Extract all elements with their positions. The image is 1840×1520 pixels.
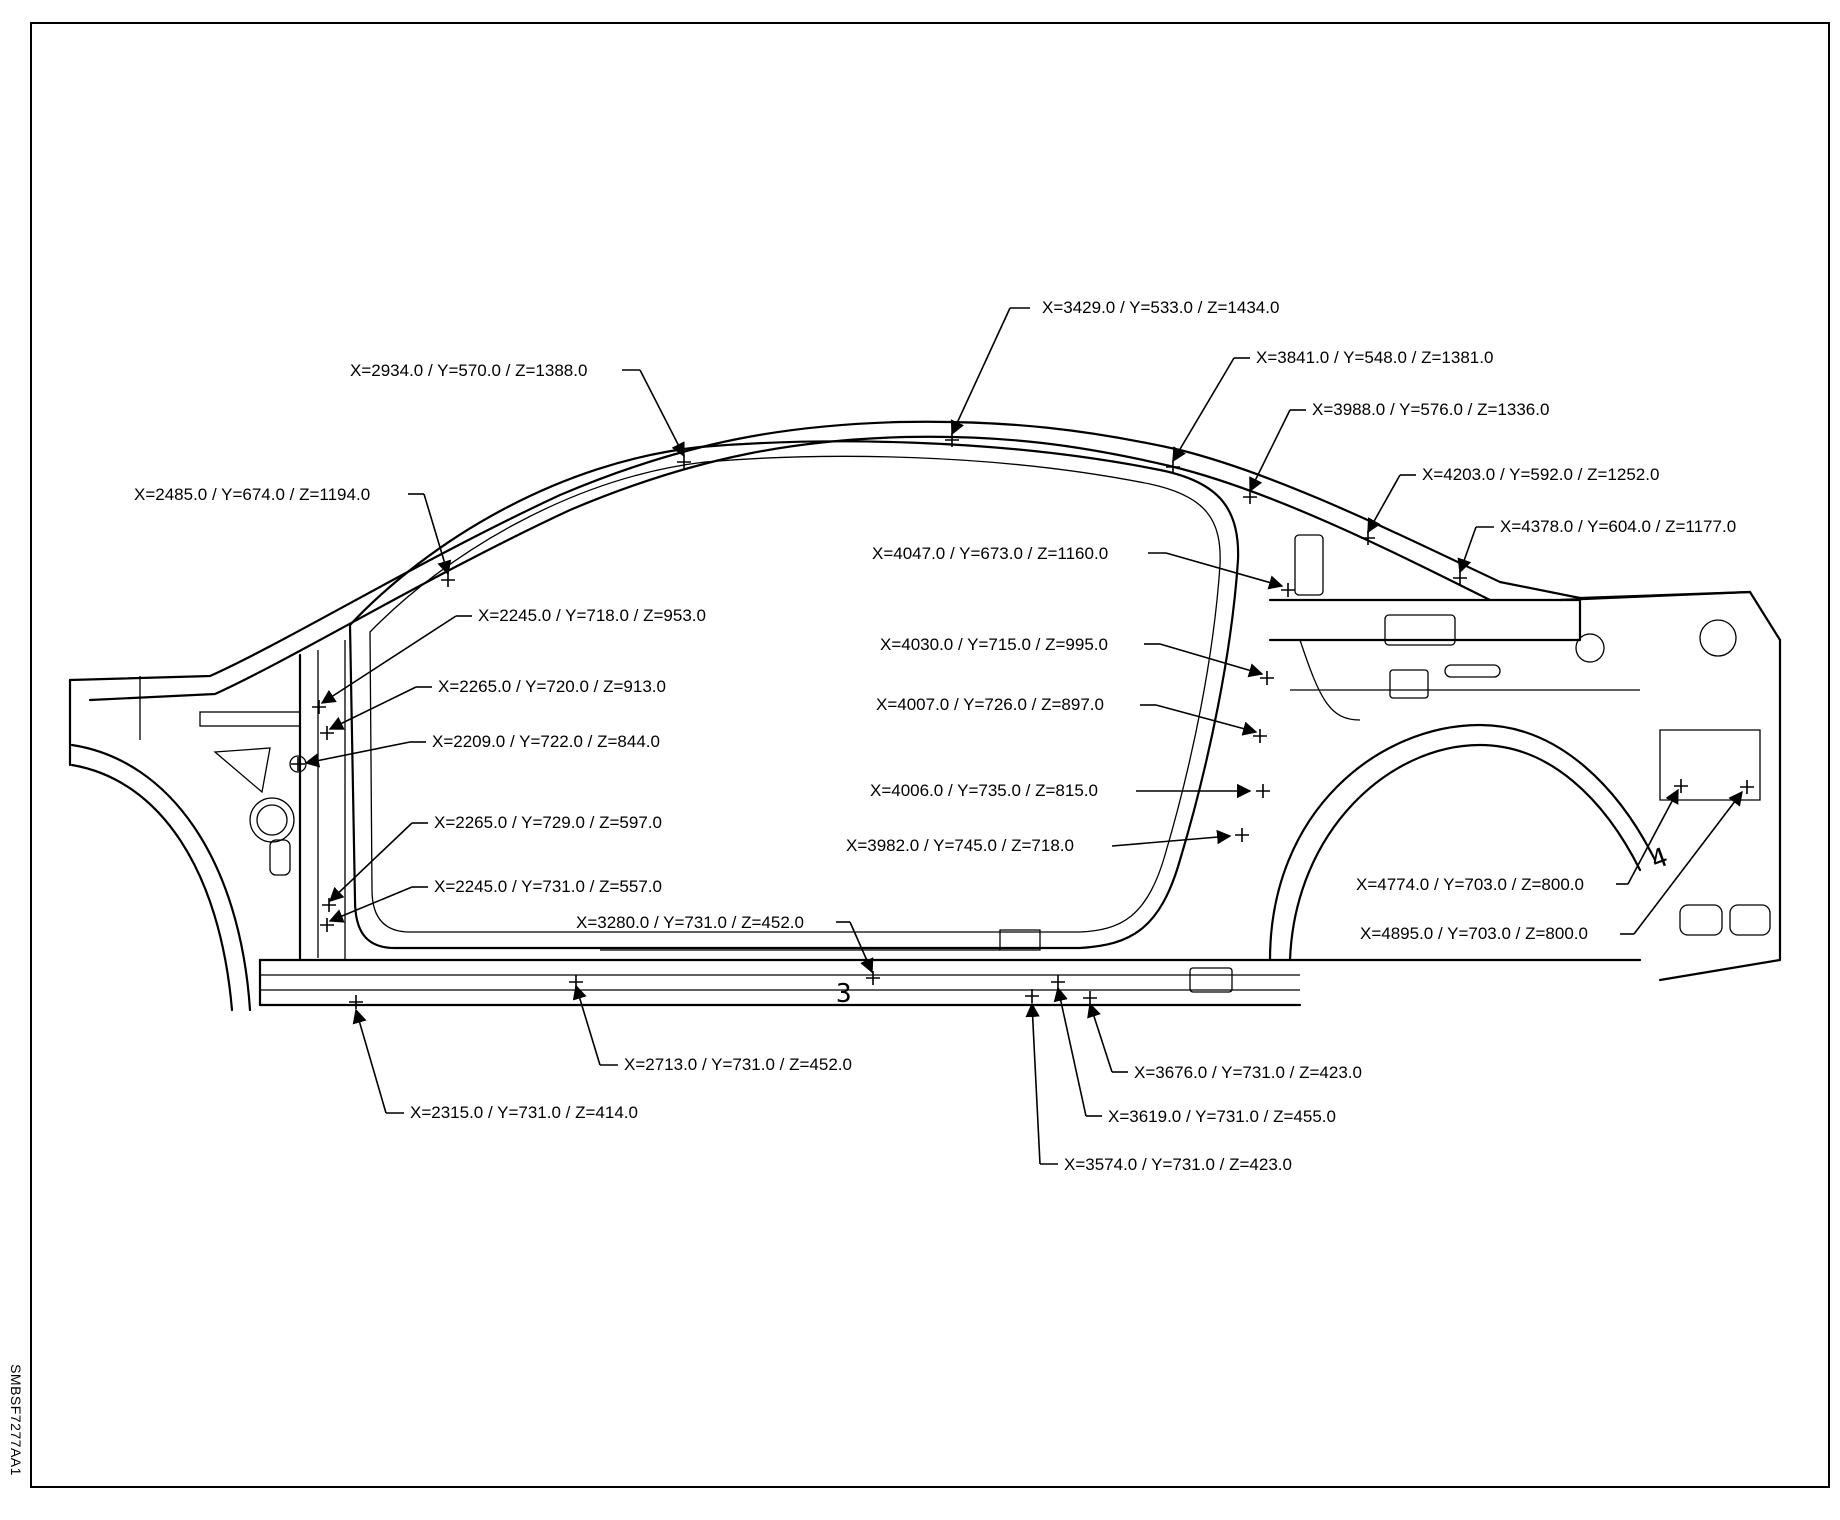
measurement-label: X=3676.0 / Y=731.0 / Z=423.0 bbox=[1134, 1063, 1362, 1082]
measurement-point[interactable]: X=2245.0 / Y=718.0 / Z=953.0 bbox=[312, 606, 706, 714]
measurement-point[interactable]: X=4378.0 / Y=604.0 / Z=1177.0 bbox=[1453, 517, 1736, 585]
measurement-label: X=2209.0 / Y=722.0 / Z=844.0 bbox=[432, 732, 660, 751]
measurement-point[interactable]: X=4774.0 / Y=703.0 / Z=800.0 bbox=[1356, 779, 1688, 894]
measurement-label: X=4047.0 / Y=673.0 / Z=1160.0 bbox=[872, 544, 1108, 563]
measurement-point[interactable]: X=4047.0 / Y=673.0 / Z=1160.0 bbox=[872, 544, 1295, 597]
measurement-point[interactable]: X=3619.0 / Y=731.0 / Z=455.0 bbox=[1051, 975, 1336, 1126]
measurement-point[interactable]: X=4006.0 / Y=735.0 / Z=815.0 bbox=[870, 781, 1270, 800]
measurement-point[interactable]: X=4203.0 / Y=592.0 / Z=1252.0 bbox=[1361, 465, 1659, 545]
measurement-point[interactable]: X=3429.0 / Y=533.0 / Z=1434.0 bbox=[945, 298, 1279, 447]
measurement-point[interactable]: X=2245.0 / Y=731.0 / Z=557.0 bbox=[320, 877, 662, 932]
measurement-point[interactable]: X=3676.0 / Y=731.0 / Z=423.0 bbox=[1083, 991, 1362, 1082]
measurement-label: X=3429.0 / Y=533.0 / Z=1434.0 bbox=[1042, 298, 1279, 317]
measurement-label: X=3841.0 / Y=548.0 / Z=1381.0 bbox=[1256, 348, 1493, 367]
measurement-label: X=2315.0 / Y=731.0 / Z=414.0 bbox=[410, 1103, 638, 1122]
measurement-label: X=2265.0 / Y=720.0 / Z=913.0 bbox=[438, 677, 666, 696]
measurement-point[interactable]: X=3280.0 / Y=731.0 / Z=452.0 bbox=[576, 913, 880, 985]
measurement-point[interactable]: X=4007.0 / Y=726.0 / Z=897.0 bbox=[876, 695, 1267, 743]
measurement-label: X=2713.0 / Y=731.0 / Z=452.0 bbox=[624, 1055, 852, 1074]
measurement-point[interactable]: X=3574.0 / Y=731.0 / Z=423.0 bbox=[1025, 989, 1292, 1174]
measurement-label: X=4007.0 / Y=726.0 / Z=897.0 bbox=[876, 695, 1104, 714]
measurement-label: X=4774.0 / Y=703.0 / Z=800.0 bbox=[1356, 875, 1584, 894]
measurement-label: X=3619.0 / Y=731.0 / Z=455.0 bbox=[1108, 1107, 1336, 1126]
measurement-label: X=4895.0 / Y=703.0 / Z=800.0 bbox=[1360, 924, 1588, 943]
figure-code: SMBSF7277AA1 bbox=[4, 1350, 28, 1490]
measurement-label: X=2265.0 / Y=729.0 / Z=597.0 bbox=[434, 813, 662, 832]
measurement-label: X=3982.0 / Y=745.0 / Z=718.0 bbox=[846, 836, 1074, 855]
part-number-labels: 3 4 bbox=[836, 842, 1672, 1009]
part-number-4: 4 bbox=[1647, 842, 1672, 876]
figure-code-text: SMBSF7277AA1 bbox=[8, 1364, 24, 1476]
measurement-point[interactable]: X=2934.0 / Y=570.0 / Z=1388.0 bbox=[350, 361, 691, 469]
measurement-callouts: X=3429.0 / Y=533.0 / Z=1434.0 X=2934.0 /… bbox=[134, 298, 1754, 1174]
measurement-point[interactable]: X=4895.0 / Y=703.0 / Z=800.0 bbox=[1360, 780, 1754, 943]
body-side-panel bbox=[68, 420, 1782, 1012]
measurement-point[interactable]: X=4030.0 / Y=715.0 / Z=995.0 bbox=[880, 635, 1274, 685]
part-number-3: 3 bbox=[836, 979, 852, 1009]
drawing-frame bbox=[30, 22, 1830, 1488]
measurement-label: X=2485.0 / Y=674.0 / Z=1194.0 bbox=[134, 485, 370, 504]
measurement-point[interactable]: X=2265.0 / Y=729.0 / Z=597.0 bbox=[322, 813, 662, 912]
measurement-point[interactable]: X=2265.0 / Y=720.0 / Z=913.0 bbox=[320, 677, 666, 740]
measurement-label: X=2245.0 / Y=731.0 / Z=557.0 bbox=[434, 877, 662, 896]
measurement-label: X=3574.0 / Y=731.0 / Z=423.0 bbox=[1064, 1155, 1292, 1174]
measurement-label: X=4006.0 / Y=735.0 / Z=815.0 bbox=[870, 781, 1098, 800]
measurement-point[interactable]: X=3988.0 / Y=576.0 / Z=1336.0 bbox=[1243, 400, 1549, 504]
measurement-point[interactable]: X=2713.0 / Y=731.0 / Z=452.0 bbox=[569, 975, 852, 1074]
measurement-label: X=4378.0 / Y=604.0 / Z=1177.0 bbox=[1500, 517, 1736, 536]
measurement-label: X=2934.0 / Y=570.0 / Z=1388.0 bbox=[350, 361, 587, 380]
measurement-label: X=4203.0 / Y=592.0 / Z=1252.0 bbox=[1422, 465, 1659, 484]
measurement-point[interactable]: X=2315.0 / Y=731.0 / Z=414.0 bbox=[349, 995, 638, 1122]
measurement-label: X=3988.0 / Y=576.0 / Z=1336.0 bbox=[1312, 400, 1549, 419]
measurement-point[interactable]: X=2485.0 / Y=674.0 / Z=1194.0 bbox=[134, 485, 455, 587]
measurement-point[interactable]: X=2209.0 / Y=722.0 / Z=844.0 bbox=[289, 732, 660, 773]
measurement-point[interactable]: X=3982.0 / Y=745.0 / Z=718.0 bbox=[846, 828, 1249, 855]
measurement-label: X=4030.0 / Y=715.0 / Z=995.0 bbox=[880, 635, 1108, 654]
measurement-label: X=2245.0 / Y=718.0 / Z=953.0 bbox=[478, 606, 706, 625]
measurement-point[interactable]: X=3841.0 / Y=548.0 / Z=1381.0 bbox=[1166, 348, 1493, 474]
measurement-label: X=3280.0 / Y=731.0 / Z=452.0 bbox=[576, 913, 804, 932]
